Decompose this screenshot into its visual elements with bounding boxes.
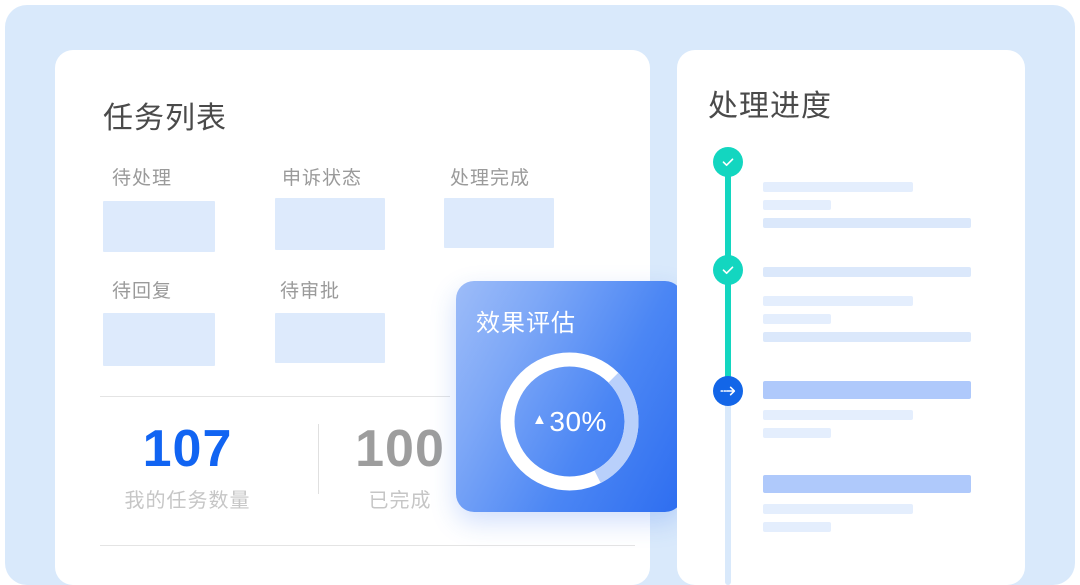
placeholder-bar <box>763 182 913 192</box>
placeholder-bar <box>763 522 831 532</box>
timeline-node-2[interactable] <box>713 255 743 285</box>
field-input-awaiting-approval[interactable] <box>275 313 385 363</box>
process-progress-card <box>677 50 1025 585</box>
stat-label-my-tasks: 我的任务数量 <box>124 490 251 512</box>
field-input-awaiting-reply[interactable] <box>103 313 215 366</box>
stat-label-completed: 已完成 <box>368 490 432 512</box>
process-progress-title: 处理进度 <box>708 90 832 123</box>
field-label-pending: 待处理 <box>112 168 173 189</box>
field-input-completed[interactable] <box>444 198 554 248</box>
stat-value-my-tasks: 107 <box>142 420 233 478</box>
field-label-awaiting-reply: 待回复 <box>112 281 173 302</box>
field-label-awaiting-approval: 待审批 <box>280 281 341 302</box>
field-input-pending[interactable] <box>103 201 215 252</box>
arrow-right-icon <box>720 386 736 396</box>
effect-evaluation-card[interactable]: 效果评估 ▲ 30% <box>456 281 683 512</box>
timeline-node-3[interactable] <box>713 376 743 406</box>
check-icon <box>722 158 734 167</box>
check-icon <box>722 266 734 275</box>
placeholder-bar <box>763 410 913 420</box>
trend-up-icon: ▲ <box>532 411 548 428</box>
field-input-appeal-status[interactable] <box>275 198 385 250</box>
field-label-completed: 处理完成 <box>450 168 531 189</box>
stat-my-tasks: 107 我的任务数量 <box>100 420 275 513</box>
placeholder-bar <box>763 475 971 493</box>
stat-completed: 100 已完成 <box>330 420 470 513</box>
placeholder-bar <box>763 504 913 514</box>
placeholder-bar <box>763 314 831 324</box>
placeholder-bar <box>763 200 831 210</box>
progress-donut: ▲ 30% <box>499 351 640 492</box>
placeholder-bar <box>763 267 971 277</box>
effect-evaluation-title: 效果评估 <box>476 310 576 337</box>
page-title: 任务列表 <box>103 102 227 135</box>
placeholder-bar <box>763 296 913 306</box>
stat-divider <box>318 424 319 494</box>
placeholder-bar <box>763 381 971 399</box>
divider-top <box>100 396 450 397</box>
percent-text: 30% <box>549 405 607 437</box>
placeholder-bar <box>763 428 831 438</box>
placeholder-bar <box>763 332 971 342</box>
stat-value-completed: 100 <box>355 420 445 478</box>
donut-center-value: ▲ 30% <box>499 351 640 492</box>
timeline-rail-upcoming <box>725 392 731 585</box>
placeholder-bar <box>763 218 971 228</box>
field-label-appeal-status: 申诉状态 <box>282 168 363 189</box>
timeline-node-1[interactable] <box>713 147 743 177</box>
divider-bottom <box>100 545 635 546</box>
